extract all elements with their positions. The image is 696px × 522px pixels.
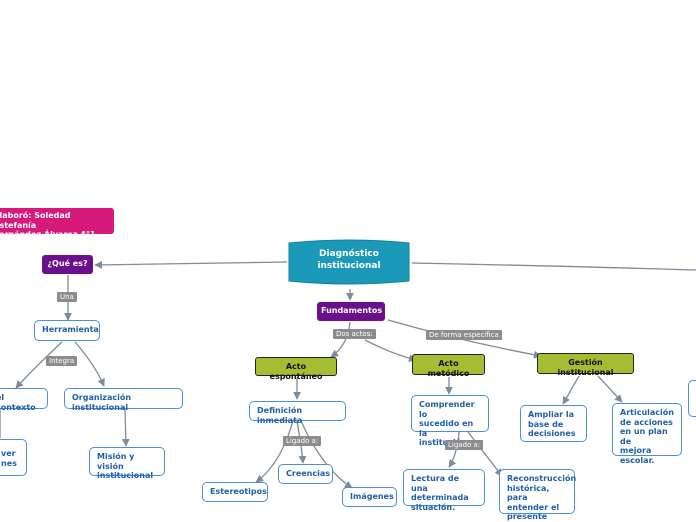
comprender-node[interactable]: Comprender lo sucedido en la institución… [411,395,489,447]
acto-espontaneo-node[interactable]: Acto espontáneo [255,357,337,381]
gestion-node[interactable]: Gestión institucional [537,353,634,377]
central-line-2: institucional [317,261,381,272]
fundamentos-node[interactable]: Fundamentos [317,302,385,321]
imagenes-node[interactable]: Imágenes [342,487,397,507]
acto-metodico-node[interactable]: Acto metódico [412,354,485,378]
author-box[interactable]: Elaboró: Soledad Estefanía Fernández Álv… [0,208,114,249]
dos-actos-label: Dos actos: [333,329,376,339]
left-partial-line-2: nes [1,458,17,468]
herramienta-node[interactable]: Herramienta [34,320,100,341]
definicion-node[interactable]: Definición inmediata [249,401,346,425]
ampliar-line-3: decisiones [528,429,576,439]
edge-fundamentos-acto-met [364,339,417,363]
creencias-node[interactable]: Creencias [278,464,333,484]
organizacion-node[interactable]: Organización institucional [64,388,183,412]
ampliar-line-2: base de [528,419,564,429]
ampliar-line-1: Ampliar la [528,410,575,419]
articulacion-line-4: mejora [620,446,652,456]
left-partial-line-1: ver [1,449,16,458]
mision-node[interactable]: Misión y visión institucional [89,447,165,480]
ligado-1-label: Ligado a: [283,436,322,446]
lectura-line-2: determinada [411,493,469,503]
central-line-1: Diagnóstico [319,249,379,259]
edge-definicion-creencias [296,420,307,464]
edge-org-mision [121,408,130,447]
articulacion-line-1: Articulación [620,408,674,417]
reconstruccion-node[interactable]: Reconstrucción histórica, para entender … [499,469,577,521]
articulacion-line-3: en un plan de [620,427,668,446]
central-topic-shape[interactable] [287,238,411,286]
mision-line-2: institucional [97,471,154,481]
lectura-line-1: Lectura de una [411,474,460,493]
integra-label: Integra [46,356,78,366]
author-line-1: Elaboró: Soledad Estefanía [0,211,71,230]
edge-definicion-imagenes [300,420,353,489]
mision-line-1: Misión y visión [97,452,135,471]
comprender-line-1: Comprender lo [419,400,475,419]
edge-herramienta-contexto [15,341,63,389]
lectura-node[interactable]: Lectura de una determinada situación. [403,469,485,512]
edge-gestion-articulacion [597,375,623,403]
articulacion-line-5: escolar. [620,455,655,465]
edge-herramienta-org [74,341,105,387]
right-edge-partial-node[interactable] [688,380,696,417]
edge-comprender-lectura [448,431,460,468]
edge-gestion-ampliar [562,375,580,405]
ligado-2-label: Ligado a: [445,440,484,450]
comprender-line-2: sucedido en la [419,419,474,438]
ampliar-node[interactable]: Ampliar la base de decisiones [520,405,587,442]
estereotipos-node[interactable]: Estereotipos [202,482,268,502]
central-topic[interactable]: Diagnóstico institucional [287,248,411,272]
articulacion-line-2: de acciones [620,417,673,427]
left-partial-node[interactable]: ver nes [0,439,27,476]
reconstruccion-line-1: Reconstrucción [507,474,577,483]
reconstruccion-line-3: entender el [507,502,560,512]
comprender-line-3: institución. [419,438,481,448]
de-forma-label: De forma específica [426,330,502,340]
reconstruccion-line-4: presente [507,512,548,522]
articulacion-node[interactable]: Articulación de acciones en un plan de m… [612,403,682,465]
edge-central-right [411,262,696,271]
una-label: Una [57,292,77,302]
edge-fundamentos-acto-esp [330,321,351,358]
edge-central-queEs [94,260,288,269]
reconstruccion-line-2: histórica, para [507,483,550,503]
que-es-node[interactable]: ¿Qué es? [42,255,93,274]
edge-definicion-estereotipos [255,420,294,483]
author-line-2: Fernández Álvarez 4°1 LEPRI [0,230,96,249]
contexto-node[interactable]: el contexto [0,388,48,412]
lectura-line-3: situación. [411,502,456,512]
